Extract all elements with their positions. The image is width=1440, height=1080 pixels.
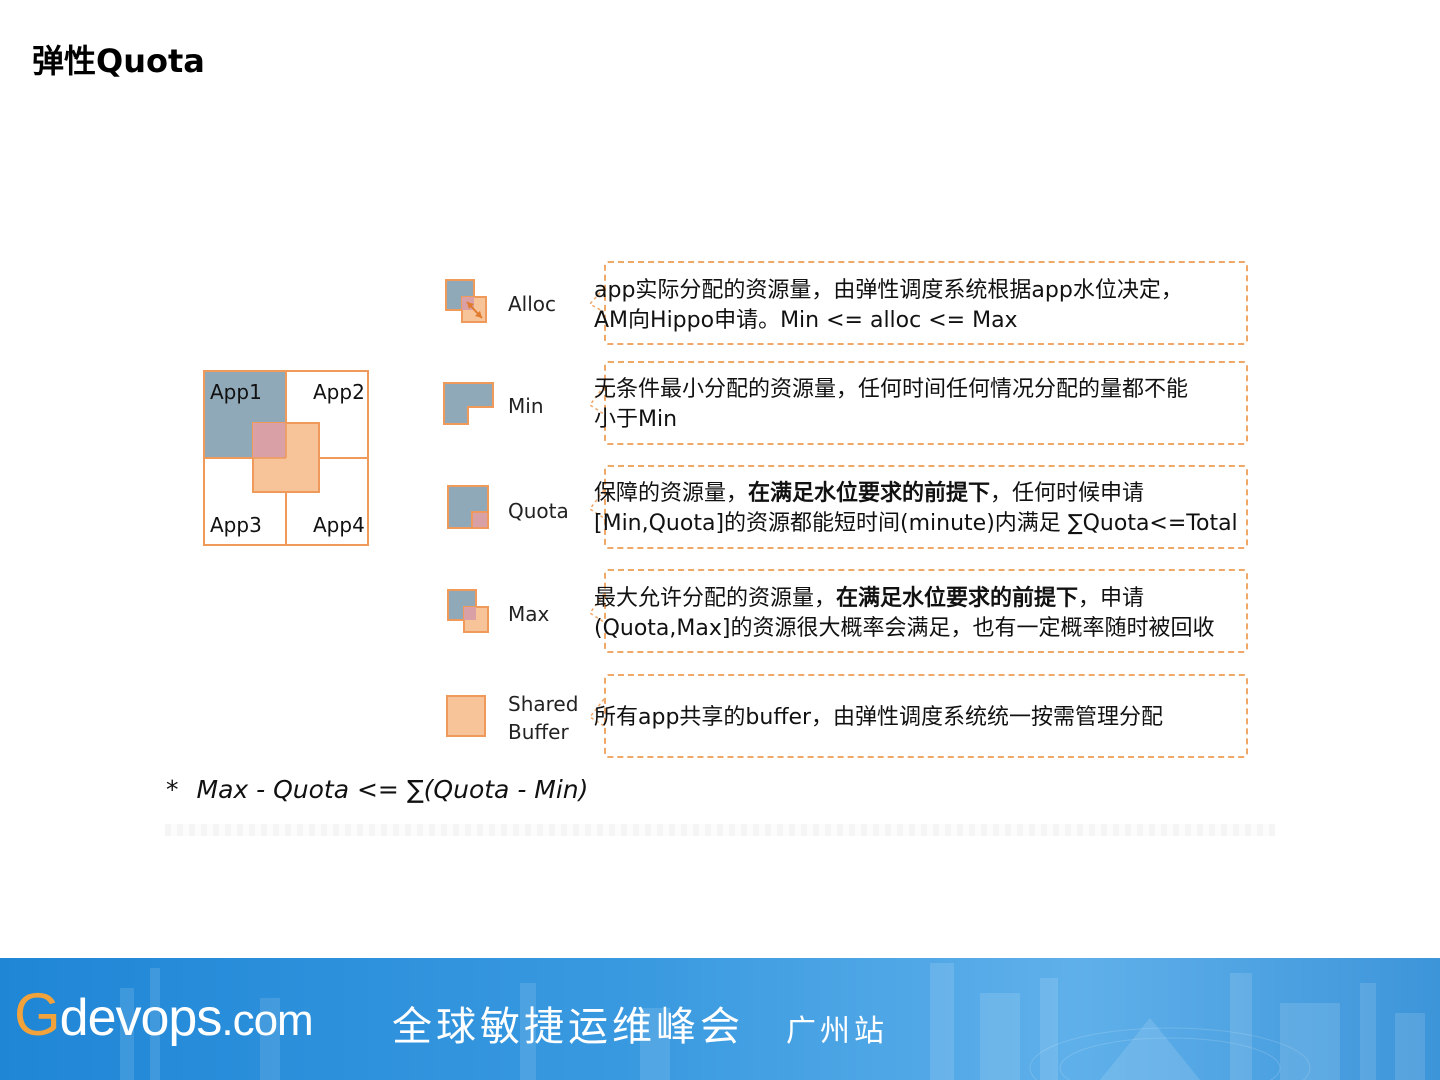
- city-skyline-graphic: [120, 963, 1425, 1080]
- min-desc-line2: 小于Min: [594, 407, 678, 432]
- alloc-desc-line2: AM向Hippo申请。Min <= alloc <= Max: [594, 308, 1018, 333]
- min-label: Min: [508, 394, 544, 418]
- quota-desc-pre: 保障的资源量，: [594, 481, 749, 506]
- formula-asterisk: *: [166, 775, 179, 804]
- min-description: 无条件最小分配的资源量，任何时间任何情况分配的量都不能 小于Min: [594, 375, 1254, 435]
- alloc-description: app实际分配的资源量，由弹性调度系统根据app水位决定， AM向Hippo申请…: [594, 276, 1254, 336]
- shared-buffer-label-line2: Buffer: [508, 720, 569, 744]
- max-desc-box: [604, 569, 1248, 653]
- event-city: 广州站: [786, 1014, 888, 1049]
- max-label: Max: [508, 602, 550, 626]
- app-grid-graphic: [203, 370, 369, 546]
- app-grid-diagram: App1 App2 App3 App4: [203, 370, 369, 546]
- faint-divider: [165, 824, 1275, 836]
- quota-label: Quota: [508, 499, 569, 523]
- page-title: 弹性Quota: [32, 42, 205, 80]
- max-description: 最大允许分配的资源量，在满足水位要求的前提下，申请 (Quota,Max]的资源…: [594, 584, 1254, 644]
- event-title: 全球敏捷运维峰会: [392, 1004, 744, 1050]
- quota-desc-line1: 保障的资源量，在满足水位要求的前提下，任何时候申请: [594, 479, 1254, 509]
- quota-description: 保障的资源量，在满足水位要求的前提下，任何时候申请 [Min,Quota]的资源…: [594, 479, 1254, 539]
- max-desc-line2: (Quota,Max]的资源很大概率会满足，也有一定概率随时被回收: [594, 616, 1215, 641]
- min-desc-box: [604, 361, 1248, 445]
- alloc-desc-line1: app实际分配的资源量，由弹性调度系统根据app水位决定，: [594, 278, 1183, 303]
- min-icon: [443, 382, 494, 425]
- max-desc-line1: 最大允许分配的资源量，在满足水位要求的前提下，申请: [594, 584, 1254, 614]
- app4-label: App4: [313, 513, 365, 537]
- quota-desc-box: [604, 465, 1248, 549]
- app1-label: App1: [210, 380, 262, 404]
- shared-buffer-label: Shared Buffer: [508, 690, 578, 746]
- formula-note: * Max - Quota <= ∑(Quota - Min): [166, 775, 588, 804]
- logo-com: .com: [221, 996, 313, 1045]
- shared-buffer-label-line1: Shared: [508, 692, 579, 716]
- app3-label: App3: [210, 513, 262, 537]
- shared-desc-line1: 所有app共享的buffer，由弹性调度系统统一按需管理分配: [594, 705, 1164, 730]
- alloc-label: Alloc: [508, 292, 557, 316]
- shared-desc-box: [604, 674, 1248, 758]
- logo-devops: devops: [59, 989, 223, 1047]
- min-desc-line1: 无条件最小分配的资源量，任何时间任何情况分配的量都不能: [594, 377, 1189, 402]
- quota-desc-post: ，任何时候申请: [990, 481, 1145, 506]
- max-desc-post: ，申请: [1078, 586, 1145, 611]
- shared-buffer-icon: [446, 695, 486, 737]
- quota-desc-bold: 在满足水位要求的前提下: [748, 481, 991, 506]
- max-icon: [447, 589, 489, 633]
- alloc-desc-box: [604, 261, 1248, 345]
- quota-icon: [447, 485, 489, 529]
- alloc-icon: [445, 279, 487, 323]
- max-desc-pre: 最大允许分配的资源量，: [594, 586, 837, 611]
- max-desc-bold: 在满足水位要求的前提下: [836, 586, 1079, 611]
- quota-desc-line2: [Min,Quota]的资源都能短时间(minute)内满足 ∑Quota<=T…: [594, 511, 1238, 536]
- shared-description: 所有app共享的buffer，由弹性调度系统统一按需管理分配: [594, 703, 1254, 733]
- app2-label: App2: [313, 380, 365, 404]
- logo-g: G: [14, 981, 61, 1048]
- gdevops-logo: Gdevops.com: [14, 980, 314, 1049]
- formula-expression: Max - Quota <= ∑(Quota - Min): [196, 775, 589, 804]
- callout-connectors: [588, 287, 605, 727]
- footer-banner: Gdevops.com: [0, 958, 1440, 1080]
